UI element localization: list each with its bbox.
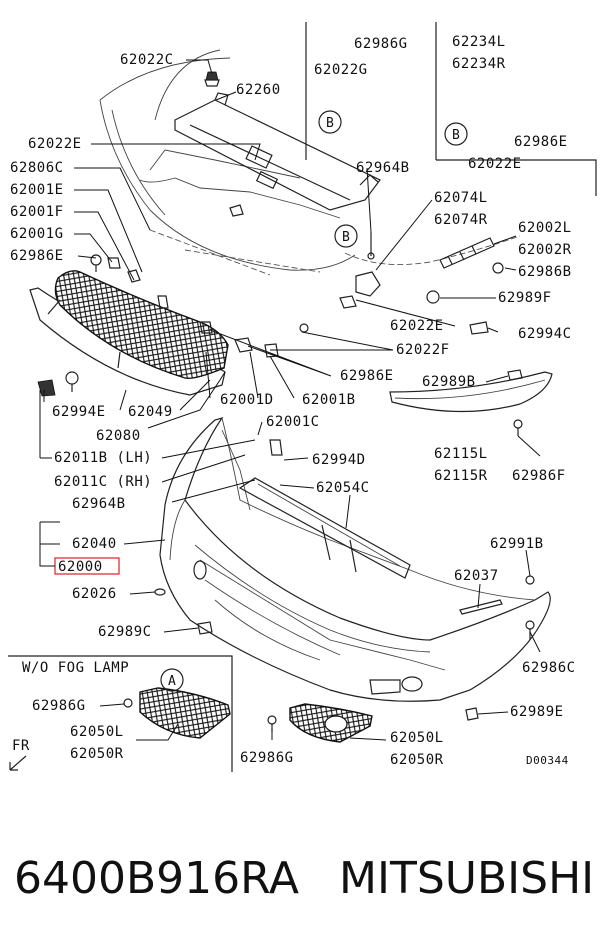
label-62986g-top: 62986G <box>354 36 408 52</box>
label-62989b: 62989B <box>422 374 476 390</box>
label-62260: 62260 <box>236 82 281 98</box>
reference-circles <box>160 110 468 692</box>
label-62986e-a: 62986E <box>10 248 64 264</box>
label-62050l-b: 62050L <box>390 730 444 746</box>
garnish-62037 <box>459 575 535 640</box>
label-62234r: 62234R <box>452 56 506 72</box>
upper-support-62260 <box>174 92 381 211</box>
label-diagram-code: D00344 <box>526 754 569 767</box>
body-outline <box>99 49 521 276</box>
label-62026: 62026 <box>72 586 117 602</box>
label-62115l: 62115L <box>434 446 488 462</box>
fog-cover-62050 <box>123 687 373 743</box>
label-62986f: 62986F <box>512 468 566 484</box>
circle-label-b3: B <box>342 230 350 245</box>
label-62022e-b: 62022E <box>390 318 444 334</box>
label-62050r-a: 62050R <box>70 746 124 762</box>
label-62964b: 62964B <box>72 496 126 512</box>
part-number: 6400B916RA <box>14 852 300 904</box>
grille-62080 <box>29 270 229 396</box>
brand-name: MITSUBISHI <box>339 852 595 904</box>
label-62806c: 62806C <box>10 160 64 176</box>
circle-label-a: A <box>168 674 176 689</box>
caption-bar: 6400B916RA MITSUBISHI <box>0 838 600 918</box>
inset-box-62022g <box>305 22 597 196</box>
label-62115r: 62115R <box>434 468 488 484</box>
label-62022c: 62022C <box>120 52 174 68</box>
label-62011c: 62011C (RH) <box>54 474 152 490</box>
label-62994d: 62994D <box>312 452 366 468</box>
label-62049: 62049 <box>128 404 173 420</box>
label-62994e: 62994E <box>52 404 106 420</box>
leader-lines <box>39 59 541 741</box>
label-62986c: 62986C <box>522 660 576 676</box>
label-62991b: 62991B <box>490 536 544 552</box>
grille-clips <box>90 204 309 358</box>
fog-lamp-box <box>8 655 233 772</box>
moulding-62115 <box>389 369 553 436</box>
circle-label-b2: B <box>452 128 460 143</box>
bracket-62002 <box>426 237 504 335</box>
label-62001b: 62001B <box>302 392 356 408</box>
label-fr: FR <box>12 738 30 754</box>
label-62234l: 62234L <box>452 34 506 50</box>
label-62986e-box: 62986E <box>514 134 568 150</box>
label-62022e-a: 62022E <box>28 136 82 152</box>
label-62001f: 62001F <box>10 204 64 220</box>
label-62037: 62037 <box>454 568 499 584</box>
label-62989f: 62989F <box>498 290 552 306</box>
label-62002l: 62002L <box>518 220 572 236</box>
label-62074r: 62074R <box>434 212 488 228</box>
label-62050l-a: 62050L <box>70 724 124 740</box>
label-62001e: 62001E <box>10 182 64 198</box>
circle-label-b1: B <box>326 116 334 131</box>
front-arrow-icon <box>9 755 27 771</box>
label-62986g-b: 62986G <box>240 750 294 766</box>
label-62080: 62080 <box>96 428 141 444</box>
bracket-62074 <box>339 232 381 309</box>
label-62000: 62000 <box>58 559 103 575</box>
label-62002r: 62002R <box>518 242 572 258</box>
label-62022f: 62022F <box>396 342 450 358</box>
label-62989e: 62989E <box>510 704 564 720</box>
label-fog-note: W/O FOG LAMP <box>22 660 129 676</box>
label-62040: 62040 <box>72 536 117 552</box>
label-62986b: 62986B <box>518 264 572 280</box>
clip-62022c <box>204 71 220 87</box>
label-62022g: 62022G <box>314 62 368 78</box>
label-62964b-top: 62964B <box>356 160 410 176</box>
label-62054c: 62054C <box>316 480 370 496</box>
label-62994c: 62994C <box>518 326 572 342</box>
label-62989c: 62989C <box>98 624 152 640</box>
bumper-exploded-diagram: 62022C 62260 62986G 62022G 62234L 62234R… <box>8 22 597 772</box>
label-62001d: 62001D <box>220 392 274 408</box>
label-62986e-b: 62986E <box>340 368 394 384</box>
bolt-62994e <box>37 371 79 397</box>
label-62001g: 62001G <box>10 226 64 242</box>
label-62022e-box: 62022E <box>468 156 522 172</box>
label-62986g-a: 62986G <box>32 698 86 714</box>
label-62011b: 62011B (LH) <box>54 450 152 466</box>
label-62074l: 62074L <box>434 190 488 206</box>
label-62050r-b: 62050R <box>390 752 444 768</box>
label-62001c: 62001C <box>266 414 320 430</box>
